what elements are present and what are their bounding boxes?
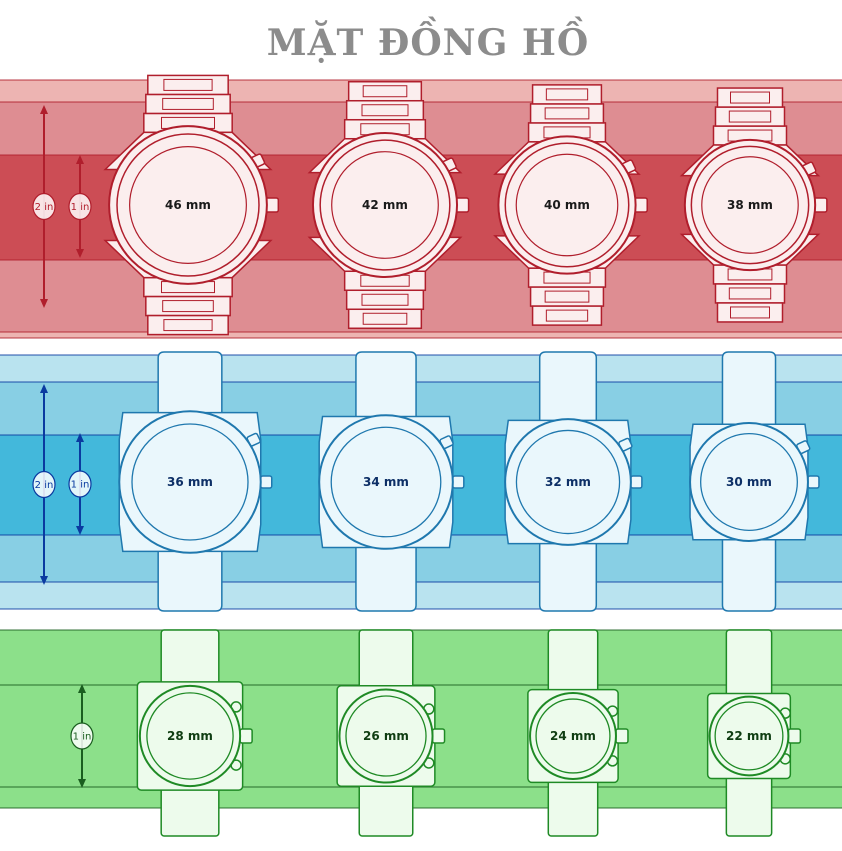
watch-dial: [330, 426, 442, 538]
bracelet-link-center: [730, 91, 770, 104]
bracelet-link-center: [361, 104, 409, 117]
bracelet-link-center: [362, 312, 408, 325]
crown: [615, 728, 629, 744]
crown: [452, 475, 465, 489]
crown: [259, 475, 273, 489]
size-row-medium: 2 in 1 in 36 mm 34 mm 32 mm 30 mm: [0, 351, 842, 612]
watch-38mm: 38 mm: [679, 87, 828, 323]
watch-size-label: 30 mm: [726, 475, 772, 489]
watch-size-label: 38 mm: [727, 198, 773, 212]
size-row-small: 1 in 28 mm 26 mm 24 mm 22 mm: [0, 629, 842, 837]
scale-badge: [68, 192, 92, 221]
strap-bottom: [157, 537, 223, 612]
arrow-head-top: [40, 105, 48, 114]
bracelet-link-center: [162, 300, 214, 313]
watch-size-label: 24 mm: [550, 729, 596, 743]
scale-label: 1 in: [71, 202, 90, 213]
watch-42mm: 42 mm: [307, 80, 470, 330]
scale-badge: [32, 470, 56, 499]
page-title: MẶT ĐỒNG HỒ: [266, 22, 590, 64]
arrow-head-bottom: [76, 526, 84, 535]
watch-40mm: 40 mm: [493, 84, 648, 326]
watch-24mm: 24 mm: [527, 629, 629, 837]
watch-size-label: 40 mm: [544, 198, 590, 212]
arrow-head-bottom: [40, 299, 48, 308]
scale-badge: [70, 722, 94, 750]
watch-dial: [700, 433, 798, 531]
bracelet-link-center: [545, 309, 589, 322]
watch-dial: [701, 156, 799, 254]
watch-size-label: 26 mm: [363, 729, 409, 743]
watch-32mm: 32 mm: [504, 351, 643, 612]
bracelet-link-center: [162, 97, 214, 110]
watch-36mm: 36 mm: [118, 351, 273, 612]
arrow-head-bottom: [40, 576, 48, 585]
strap-bottom: [355, 534, 417, 612]
bracelet-link-center: [163, 319, 213, 332]
scale-arrow-1in: 1 in: [68, 433, 92, 535]
arrow-head-top: [78, 684, 86, 693]
watch-dial: [129, 146, 247, 264]
crown: [807, 475, 820, 489]
watch-size-label: 22 mm: [726, 729, 772, 743]
bracelet-link-center: [362, 85, 408, 98]
watch-28mm: 28 mm: [136, 629, 253, 837]
arrow-head-top: [76, 155, 84, 164]
scale-label: 1 in: [71, 480, 90, 491]
crown: [239, 728, 253, 744]
scale-label: 1 in: [73, 732, 92, 743]
strap-top: [538, 351, 598, 433]
bracelet-link-center: [728, 287, 772, 300]
watch-dial: [515, 429, 621, 535]
bracelet-link-center: [361, 293, 409, 306]
arrow-head-bottom: [78, 779, 86, 788]
strap-bottom: [538, 531, 598, 612]
watch-size-label: 36 mm: [167, 475, 213, 489]
size-row-large: 2 in 1 in 46 mm 42 mm 40 mm 38 mm: [0, 74, 842, 339]
bracelet-link-center: [163, 78, 213, 91]
bracelet-link-center: [545, 88, 589, 101]
watch-size-label: 32 mm: [545, 475, 591, 489]
strap-top: [355, 351, 417, 430]
bracelet-link-center: [730, 306, 770, 319]
watch-dial: [146, 692, 234, 780]
crown: [431, 728, 446, 744]
watch-dial: [345, 695, 427, 777]
watch-dial: [331, 151, 439, 259]
watch-26mm: 26 mm: [336, 629, 446, 837]
watch-34mm: 34 mm: [318, 351, 465, 612]
watch-22mm: 22 mm: [706, 629, 802, 837]
bracelet-link-center: [544, 290, 590, 303]
scale-arrow-2in: 2 in: [32, 384, 56, 585]
watch-30mm: 30 mm: [689, 351, 820, 612]
scale-arrow-1in: 1 in: [70, 684, 94, 788]
arrow-head-top: [76, 433, 84, 442]
watch-dial: [535, 698, 611, 774]
scale-arrow-1in: 1 in: [68, 155, 92, 258]
watch-size-label: 28 mm: [167, 729, 213, 743]
crown: [630, 475, 643, 489]
bracelet-link-center: [544, 107, 590, 120]
watch-dial: [714, 701, 784, 771]
arrow-head-top: [40, 384, 48, 393]
scale-badge: [32, 192, 56, 221]
watch-46mm: 46 mm: [103, 74, 280, 336]
scale-label: 2 in: [35, 480, 54, 491]
strap-top: [157, 351, 223, 427]
scale-arrow-2in: 2 in: [32, 105, 56, 308]
watch-size-label: 42 mm: [362, 198, 408, 212]
scale-badge: [68, 470, 92, 498]
crown: [787, 728, 802, 744]
strap-bottom: [721, 528, 777, 612]
watch-size-label: 34 mm: [363, 475, 409, 489]
watch-dial: [131, 423, 249, 541]
bracelet-link-center: [728, 110, 772, 123]
strap-top: [721, 351, 777, 436]
watch-dial: [515, 153, 619, 257]
arrow-head-bottom: [76, 249, 84, 258]
watch-size-label: 46 mm: [165, 198, 211, 212]
scale-label: 2 in: [35, 202, 54, 213]
